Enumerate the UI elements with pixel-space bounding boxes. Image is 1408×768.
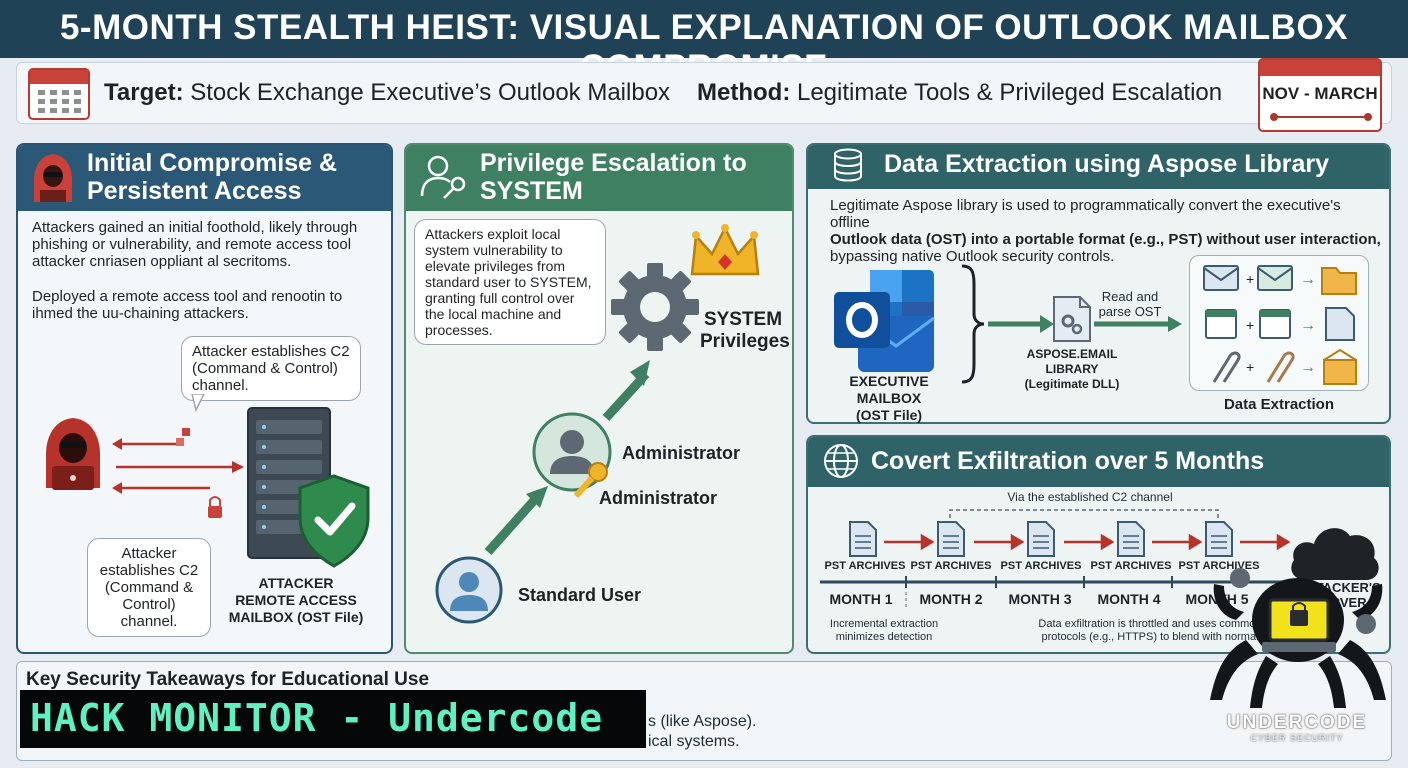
escalation-bubble: Attackers exploit local system vulnerabi… [414,219,606,345]
gear-icon [611,263,699,351]
data-extraction-label: Data Extraction [1223,396,1335,413]
panel1-text2: Deployed a remote access tool and renoot… [32,288,343,322]
administrator-label-2: Administrator [599,488,718,508]
note-incremental: Incremental extraction minimizes detecti… [829,618,939,643]
user-key-icon [420,155,466,199]
cloud-server-icon [1291,528,1379,580]
exfiltration-timeline [820,509,1291,610]
note-throttled: Data exfiltration is throttled and uses … [1038,618,1262,643]
archive-label-3: PST ARCHIVES [1000,560,1082,572]
month-label-3: MONTH 3 [1008,591,1072,607]
administrator-label-1: Administrator [622,443,741,463]
row-calendar: + → [1205,307,1355,341]
panel3-header [808,145,1389,189]
server-shield-icon [247,407,370,568]
panel2-title: Privilege Escalation to SYSTEM [480,149,747,205]
c2-bubble-top: Attacker establishes C2 (Command & Contr… [181,336,361,401]
extraction-icons: + → + → + → [1203,265,1357,385]
panel1-text1: Attackers gained an initial foothold, li… [32,219,358,270]
standard-user-icon [435,556,503,624]
timeline-icon [1270,113,1372,121]
system-privileges-label: SYSTEM Privileges [700,309,790,352]
row-mail: + → [1203,265,1357,295]
escalation-arrows [484,360,650,555]
page-title: 5-MONTH STEALTH HEIST: VISUAL EXPLANATIO… [59,8,1349,87]
panel4-header [808,437,1389,487]
c2-bubble-bottom: Attacker establishes C2 (Command & Contr… [87,538,211,637]
month-label-4: MONTH 4 [1097,591,1161,607]
archive-label-4: PST ARCHIVES [1090,560,1172,572]
archive-label-1: PST ARCHIVES [824,560,906,572]
watermark-banner [20,690,646,748]
parse-arrow [1094,316,1182,332]
svg-text:+: + [1246,271,1254,287]
row-attachment: + → [1212,348,1357,385]
bubble-tail-top [191,394,205,413]
method-label: Method: [697,79,791,106]
svg-text:→: → [1300,359,1316,376]
undercode-mascot-logo [1210,568,1386,708]
month-label-1: MONTH 1 [829,591,893,607]
panel1-header [18,145,391,211]
brace-arrow [961,264,1054,384]
attacker-icon [46,418,100,490]
aspose-library-label: ASPOSE.EMAIL LIBRARY (Legitimate DLL) [1024,347,1120,391]
c2-arrows [112,428,244,518]
archive-label-2: PST ARCHIVES [910,560,992,572]
executive-mailbox-label: EXECUTIVE MAILBOX (OST File) [849,373,929,423]
standard-user-label: Standard User [518,585,642,605]
method-info: Method: Legitimate Tools & Privileged Es… [697,79,1222,107]
database-icon [834,148,862,182]
panel3-text: Legitimate Aspose library is used to pro… [830,197,1381,265]
panel3-title: Data Extraction using Aspose Library [884,150,1330,178]
svg-text:→: → [1300,317,1316,334]
via-c2-label: Via the established C2 channel [1007,490,1173,504]
crown-icon [690,224,760,276]
watermark-text: HACK MONITOR - Undercode [30,696,604,740]
target-value: Stock Exchange Executive’s Outlook Mailb… [190,79,671,106]
svg-text:+: + [1246,317,1254,333]
info-row [16,62,1392,124]
method-value: Legitimate Tools & Privileged Escalation [796,79,1223,106]
globe-icon [824,444,858,478]
undercode-logo-text: UNDERCODE [1226,712,1368,733]
dll-file-icon [1053,296,1091,342]
undercode-logo-subtext: CYBER SECURITY [1250,733,1344,743]
period-calendar: NOV - MARCH [1258,58,1382,132]
server-label: ATTACKER REMOTE ACCESS MAILBOX (OST File… [228,575,364,625]
panel4-title: Covert Exfiltration over 5 Months [871,447,1265,475]
svg-text:→: → [1300,271,1316,288]
takeaways-title: Key Security Takeaways for Educational U… [26,669,430,690]
period-label: NOV - MARCH [1262,84,1378,103]
target-info: Target: Stock Exchange Executive’s Outlo… [104,79,670,107]
takeaway-line-2-tail: ical systems. [648,733,740,750]
administrator-icon [532,412,612,498]
takeaway-line-1-tail: s (like Aspose). [648,713,757,730]
outlook-icon [834,270,935,372]
read-parse-label: Read and parse OST [1098,289,1162,319]
calendar-icon [28,68,90,120]
target-label: Target: [104,79,184,106]
month-label-2: MONTH 2 [919,591,983,607]
panel1-title: Initial Compromise & Persistent Access [87,149,338,205]
panel2-header [406,145,792,211]
svg-text:+: + [1246,359,1254,375]
header-bar [0,0,1408,58]
hooded-hacker-icon [34,154,72,202]
